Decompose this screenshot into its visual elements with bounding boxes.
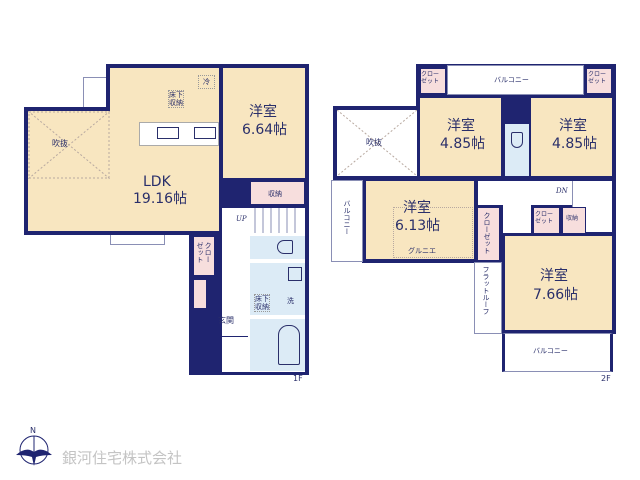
closet-1f bbox=[193, 236, 215, 276]
company-name: 銀河住宅株式会社 bbox=[62, 449, 183, 467]
entrance-label: 玄関 bbox=[218, 316, 234, 325]
flat-roof bbox=[474, 262, 502, 334]
room-s bbox=[505, 236, 612, 330]
western-room-1f bbox=[223, 68, 305, 178]
stairs-1f bbox=[254, 208, 296, 233]
closet-mid bbox=[477, 207, 500, 261]
underfloor-storage-wash-label: 床下 収納 bbox=[254, 294, 270, 313]
floor-1: 吹抜 冷 床下 収納 LDK 19.16帖 洋室 6.64帖 収納 UP 床下 … bbox=[0, 0, 320, 390]
floor-1-level: 1F bbox=[293, 374, 303, 383]
closet-small-label: クロー ゼット bbox=[535, 211, 554, 225]
porch-outline bbox=[83, 77, 109, 110]
room-ne-name: 洋室 bbox=[559, 118, 587, 134]
storage-2f-label: 収納 bbox=[566, 215, 579, 222]
closet-label: クロー ゼット bbox=[196, 242, 213, 263]
shoe-storage bbox=[193, 279, 207, 309]
bathtub-icon bbox=[278, 325, 300, 365]
western-room-size: 6.64帖 bbox=[242, 122, 288, 138]
closet-small bbox=[533, 207, 560, 234]
room-nw-name: 洋室 bbox=[447, 118, 475, 134]
room-w-name: 洋室 bbox=[403, 200, 431, 216]
closet-top-right-label: クロー ゼット bbox=[588, 71, 607, 85]
flat-roof-label: フラットルーフ bbox=[482, 266, 491, 315]
storage-1f bbox=[250, 181, 305, 205]
grenier-label: グルニエ bbox=[408, 247, 436, 255]
ldk-name: LDK bbox=[143, 174, 171, 190]
stove-icon bbox=[194, 127, 216, 139]
balcony-top-label: バルコニー bbox=[494, 76, 529, 84]
western-room-name: 洋室 bbox=[249, 104, 277, 120]
storage-2f bbox=[562, 207, 586, 234]
wash-basin-icon bbox=[288, 267, 302, 281]
fukinuke-2f-diagonals bbox=[337, 110, 417, 176]
balcony-top bbox=[447, 65, 584, 95]
room-w-size: 6.13帖 bbox=[395, 218, 441, 234]
washroom bbox=[250, 263, 305, 315]
company-logo: N 銀河住宅株式会社 bbox=[14, 426, 214, 468]
floor-2: バルコニー クロー ゼット クロー ゼット 洋室 4.85帖 洋室 4.85帖 … bbox=[331, 64, 616, 383]
storage-label: 収納 bbox=[268, 190, 282, 198]
fridge-label: 冷 bbox=[198, 75, 215, 90]
fukinuke-diagonals bbox=[28, 111, 110, 179]
toilet-icon bbox=[511, 132, 523, 148]
fukinuke-2f-label: 吹抜 bbox=[366, 138, 382, 147]
closet-top-left bbox=[420, 68, 446, 94]
washer-label: 洗 bbox=[287, 297, 294, 305]
toilet-icon bbox=[277, 240, 293, 254]
balcony-bottom-label: バルコニー bbox=[533, 347, 568, 355]
stairs-dn-label: DN bbox=[556, 187, 568, 195]
ldk-room-upper bbox=[110, 68, 219, 118]
fukinuke-label: 吹抜 bbox=[52, 139, 68, 148]
compass-north-label: N bbox=[30, 426, 36, 435]
kitchen-counter bbox=[139, 122, 219, 146]
entrance-step-line bbox=[193, 336, 248, 337]
room-ne bbox=[531, 98, 612, 176]
underfloor-storage-label: 床下 収納 bbox=[168, 90, 184, 109]
floor-2-level: 2F bbox=[601, 374, 611, 383]
room-s-name: 洋室 bbox=[540, 268, 568, 284]
room-s-size: 7.66帖 bbox=[533, 287, 579, 303]
compass-crane-icon bbox=[16, 435, 52, 466]
ldk-size: 19.16帖 bbox=[133, 191, 188, 207]
balcony-left-label: バルコニー bbox=[343, 200, 352, 235]
sink-icon bbox=[157, 127, 179, 139]
room-nw bbox=[420, 98, 501, 176]
stairs-up-label: UP bbox=[236, 215, 247, 223]
closet-top-right bbox=[586, 68, 612, 94]
room-ne-size: 4.85帖 bbox=[552, 136, 598, 152]
closet-mid-label: クローゼット bbox=[483, 212, 492, 254]
balcony-left bbox=[331, 180, 363, 262]
hall-2f-lower bbox=[503, 205, 531, 233]
room-w bbox=[366, 181, 474, 259]
grenier-outline bbox=[393, 207, 473, 258]
room-nw-size: 4.85帖 bbox=[440, 136, 486, 152]
balcony-bottom bbox=[502, 333, 613, 372]
closet-top-left-label: クロー ゼット bbox=[421, 71, 440, 85]
